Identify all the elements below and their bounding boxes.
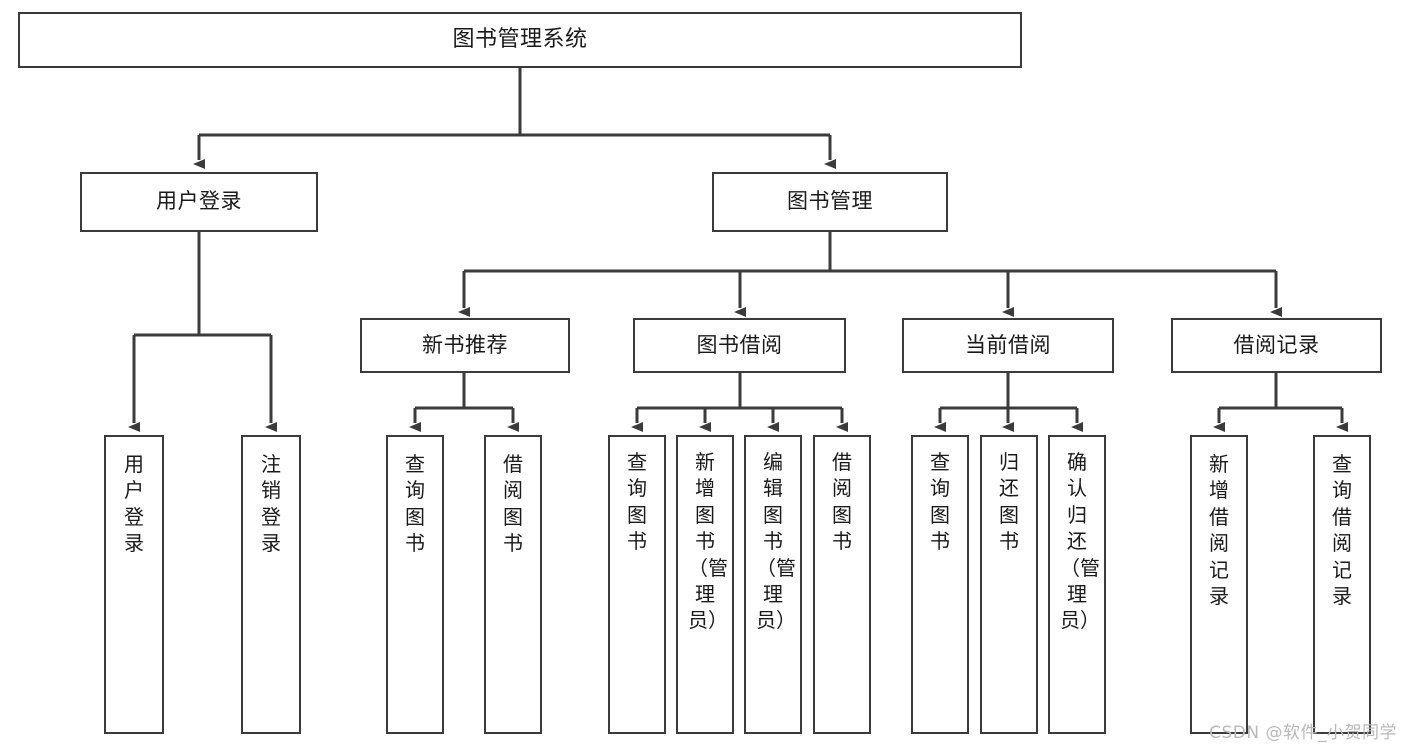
leaf-label: 查询图书 (405, 452, 425, 556)
node-book-management[interactable]: 图书管理 (712, 172, 948, 232)
node-root-system[interactable]: 图书管理系统 (18, 12, 1022, 68)
leaf-borrow-record-add-record[interactable]: 新增借阅记录 (1190, 435, 1248, 734)
node-user-login[interactable]: 用户登录 (80, 172, 318, 232)
leaf-book-borrow-add-book[interactable]: 新增图书（管理员） (676, 435, 734, 734)
node-label: 图书借阅 (696, 332, 783, 357)
leaf-book-borrow-borrow-book[interactable]: 借阅图书 (813, 435, 871, 734)
node-label: 借阅记录 (1233, 332, 1320, 357)
leaf-label: 查询图书 (930, 450, 950, 554)
node-current-borrow[interactable]: 当前借阅 (902, 318, 1114, 373)
leaf-user-login-login[interactable]: 用户登录 (104, 435, 164, 734)
node-book-borrow[interactable]: 图书借阅 (633, 318, 846, 373)
leaf-label: 归还图书 (999, 450, 1019, 554)
leaf-label: 查询图书 (627, 450, 647, 554)
leaf-label: 借阅图书 (503, 452, 523, 556)
leaf-label: 借阅图书 (832, 450, 852, 554)
node-borrow-record[interactable]: 借阅记录 (1171, 318, 1382, 373)
leaf-current-borrow-query-book[interactable]: 查询图书 (911, 435, 969, 734)
leaf-label: 新增图书（管理员） (688, 450, 728, 633)
leaf-new-book-query-book[interactable]: 查询图书 (386, 435, 444, 734)
node-label: 图书管理系统 (452, 26, 588, 52)
leaf-new-book-borrow-book[interactable]: 借阅图书 (484, 435, 542, 734)
leaf-borrow-record-query-record[interactable]: 查询借阅记录 (1313, 435, 1371, 734)
leaf-current-borrow-confirm-return[interactable]: 确认归还（管理员） (1048, 435, 1106, 734)
leaf-label: 确认归还（管理员） (1060, 450, 1100, 633)
leaf-label: 查询借阅记录 (1332, 452, 1352, 608)
node-label: 用户登录 (156, 189, 242, 214)
node-new-book-recommend[interactable]: 新书推荐 (360, 318, 570, 373)
watermark: CSDN @软件_小贺同学 (1209, 723, 1397, 743)
node-label: 新书推荐 (422, 332, 508, 357)
leaf-label: 编辑图书（管理员） (756, 450, 796, 633)
leaf-current-borrow-return-book[interactable]: 归还图书 (980, 435, 1038, 734)
leaf-label: 新增借阅记录 (1209, 452, 1229, 608)
leaf-book-borrow-query-book[interactable]: 查询图书 (608, 435, 666, 734)
leaf-label: 注销登录 (261, 452, 281, 556)
node-label: 图书管理 (787, 189, 873, 214)
leaf-user-login-logout[interactable]: 注销登录 (241, 435, 301, 734)
leaf-label: 用户登录 (124, 452, 144, 556)
leaf-book-borrow-edit-book[interactable]: 编辑图书（管理员） (744, 435, 802, 734)
node-label: 当前借阅 (965, 332, 1051, 357)
